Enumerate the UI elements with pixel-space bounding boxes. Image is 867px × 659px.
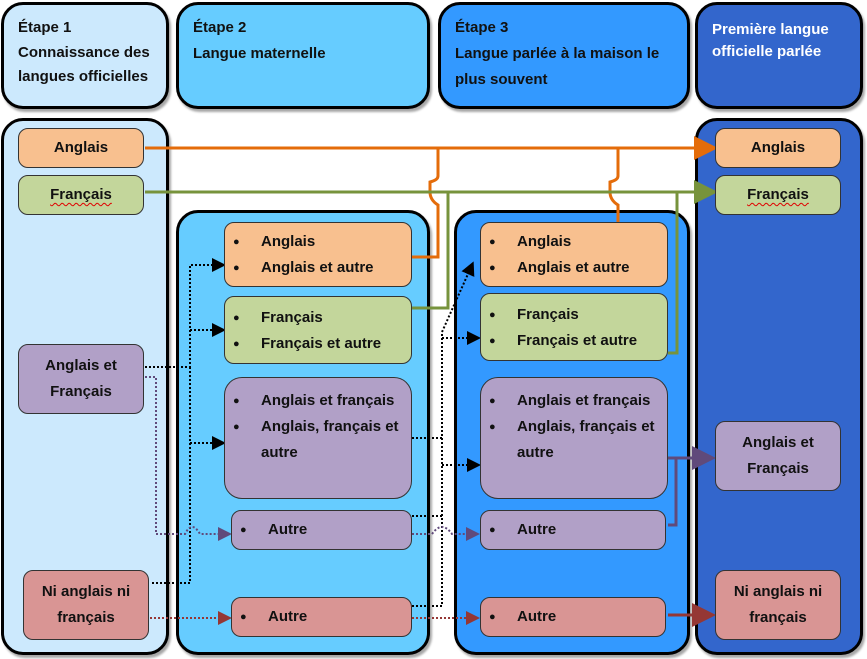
c2-anglais-autre-item: Anglais et autre xyxy=(233,255,411,281)
c4-anglais-label: Anglais xyxy=(750,139,806,156)
line-francais-step2 xyxy=(412,192,450,310)
c1-francais: Français xyxy=(18,175,144,215)
c2-francais-item: Français xyxy=(233,305,411,331)
c1-ni-label: Ni anglais ni français xyxy=(41,583,131,626)
c3-francais-autre-item: Français et autre xyxy=(489,328,667,354)
c1-francais-label: Français xyxy=(50,186,112,203)
c2-francais-autre-item: Français et autre xyxy=(233,331,411,357)
step-1-label: Étape 1 xyxy=(18,19,72,36)
c3-anglais: AnglaisAnglais et autre xyxy=(480,222,668,287)
step-1-title: Connaissance des langues officielles xyxy=(18,44,150,85)
c3-anglais-francais: Anglais et françaisAnglais, français et … xyxy=(480,377,668,499)
line-francais-step3 xyxy=(668,192,679,355)
c3-af-item: Anglais et français xyxy=(489,388,657,414)
c1-af-label: Anglais et Français xyxy=(45,357,117,400)
step-3-title: Langue parlée à la maison le plus souven… xyxy=(455,45,660,88)
c3-afa-item: Anglais, français et autre xyxy=(489,414,657,466)
step-2-title: Langue maternelle xyxy=(193,45,326,62)
c2-autre-2-item: Autre xyxy=(240,604,411,630)
step-3-label: Étape 3 xyxy=(455,19,509,36)
c2-anglais-francais: Anglais et françaisAnglais, français et … xyxy=(224,377,412,499)
header-result: Première langue officielle parlée xyxy=(695,2,863,109)
c2-af-item: Anglais et français xyxy=(233,388,401,414)
c3-francais: FrançaisFrançais et autre xyxy=(480,293,668,361)
c4-francais: Français xyxy=(715,175,841,215)
header-step-1: Étape 1 Connaissance des langues officie… xyxy=(1,2,169,109)
c3-autre-1: Autre xyxy=(480,510,666,550)
c2-autre-1: Autre xyxy=(231,510,412,550)
c2-francais: FrançaisFrançais et autre xyxy=(224,296,412,364)
c2-autre-2: Autre xyxy=(231,597,412,637)
c4-anglais: Anglais xyxy=(715,128,841,168)
c3-autre-1-item: Autre xyxy=(489,517,665,543)
c3-anglais-item: Anglais xyxy=(489,229,667,255)
c3-anglais-autre-item: Anglais et autre xyxy=(489,255,667,281)
c2-autre-1-item: Autre xyxy=(240,517,411,543)
c1-anglais-francais: Anglais et Français xyxy=(18,344,144,414)
c4-anglais-francais: Anglais et Français xyxy=(715,421,841,491)
c4-ni: Ni anglais ni français xyxy=(715,570,841,640)
c1-anglais-label: Anglais xyxy=(53,139,109,156)
c4-ni-label: Ni anglais ni français xyxy=(733,583,823,626)
c1-ni: Ni anglais ni français xyxy=(23,570,149,640)
step-2-label: Étape 2 xyxy=(193,19,247,36)
c2-anglais-item: Anglais xyxy=(233,229,411,255)
header-step-3: Étape 3 Langue parlée à la maison le plu… xyxy=(438,2,690,109)
line-anglais-step2 xyxy=(412,148,440,259)
c2-afa-item: Anglais, français et autre xyxy=(233,414,401,466)
result-title: Première langue officielle parlée xyxy=(712,21,829,60)
header-step-2: Étape 2 Langue maternelle xyxy=(176,2,430,109)
c1-anglais: Anglais xyxy=(18,128,144,168)
c3-francais-item: Français xyxy=(489,302,667,328)
line-anglais-step3 xyxy=(608,148,620,222)
c3-autre-2-item: Autre xyxy=(489,604,665,630)
c4-af-label: Anglais et Français xyxy=(742,434,814,477)
c2-anglais: AnglaisAnglais et autre xyxy=(224,222,412,287)
c3-autre-2: Autre xyxy=(480,597,666,637)
c4-francais-label: Français xyxy=(747,186,809,203)
